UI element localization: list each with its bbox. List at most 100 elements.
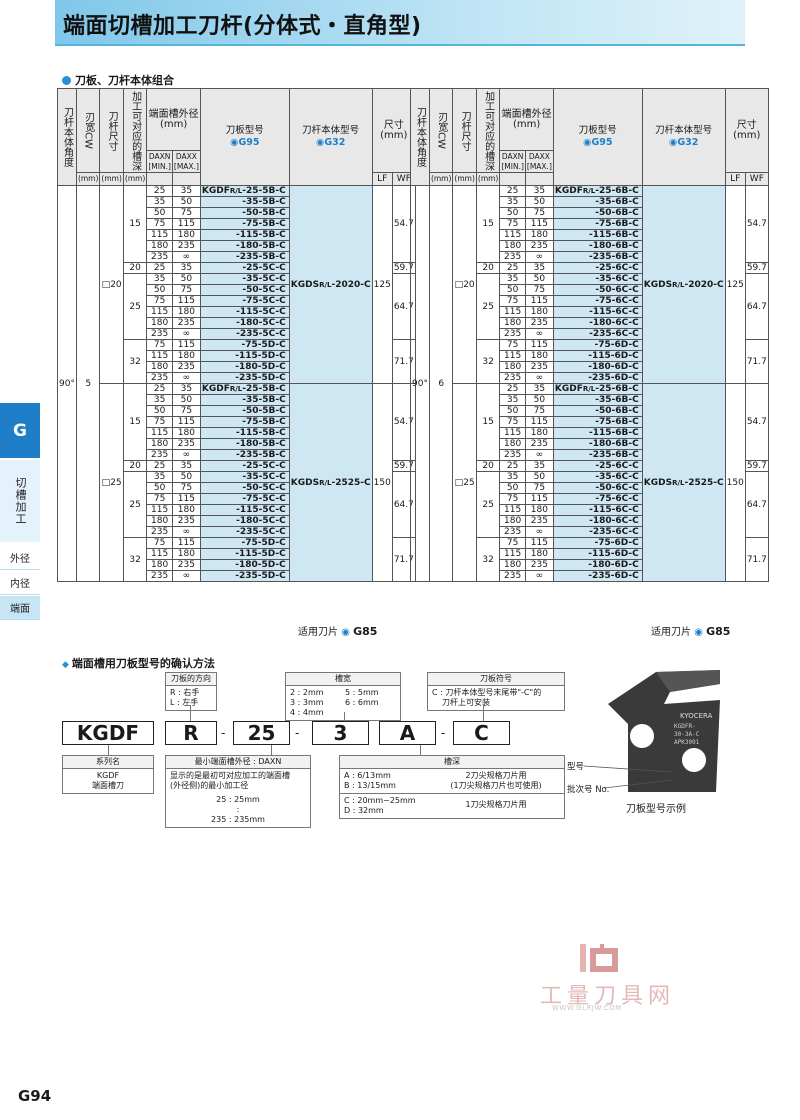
daxx-cell: 35 — [524, 383, 554, 395]
insert-page-ref-link[interactable]: ◉G95 — [583, 137, 613, 148]
daxx-cell: 75 — [171, 207, 201, 219]
insert-model-cell: -235-5D-C — [199, 372, 290, 384]
angle-cell: 90° — [57, 185, 77, 582]
section-combination: 刀板、刀杆本体组合 — [62, 72, 174, 88]
daxx-cell: 50 — [171, 273, 201, 285]
daxx-cell: 115 — [524, 339, 554, 351]
insert-model-cell: -180-6B-C — [552, 438, 643, 450]
connector — [483, 705, 484, 721]
daxn-cell: 115 — [499, 427, 526, 439]
cw-cell: 6 — [428, 185, 454, 582]
daxn-cell: 115 — [146, 350, 173, 362]
col-diameter: 端面槽外径(mm) — [146, 88, 201, 151]
daxn-cell: 235 — [499, 570, 526, 582]
daxx-cell: ∞ — [524, 526, 554, 538]
col-shank-text: 刀杆尺寸 — [106, 110, 118, 151]
daxx-cell: 50 — [524, 471, 554, 483]
unit-daxn — [146, 172, 173, 186]
insert-model-cell: -235-5B-C — [199, 251, 290, 263]
table-row: 25152535KGDFR/L-25-5B-CKGDSR/L-2525-C150… — [58, 383, 416, 582]
insert-model-cell: -50-6C-C — [552, 284, 643, 296]
col-depth-text: 加工可对应的槽深 — [129, 90, 141, 171]
insert-model-cell: -235-5B-C — [199, 449, 290, 461]
col-holder: 刀杆本体型号◉G32 — [288, 88, 373, 186]
insert-model-cell: -75-5C-C — [199, 493, 290, 505]
daxx-cell: ∞ — [171, 526, 201, 538]
daxn-cell: 180 — [146, 515, 173, 527]
holder-page-ref-link[interactable]: ◉G32 — [316, 137, 346, 148]
insert-brand-engraving: KYOCERA — [680, 712, 713, 720]
col-dimensions: 尺寸(mm) — [371, 88, 416, 173]
table-row: 235∞-235-5D-C — [58, 372, 416, 384]
holder-model-cell: KGDSR/L-2525-C — [641, 383, 726, 582]
lf-cell: 150 — [724, 383, 746, 582]
daxx-cell: 75 — [171, 284, 201, 296]
shank-cell: 20 — [99, 185, 124, 384]
depth-cell: 25 — [122, 273, 148, 340]
daxn-cell: 115 — [146, 306, 173, 318]
table-row: 90°620152535KGDFR/L-25-6B-CKGDSR/L-2020-… — [410, 185, 769, 582]
side-item-outer[interactable]: 外径 — [0, 546, 40, 570]
daxx-cell: 115 — [524, 416, 554, 428]
wf-cell: 64.7 — [744, 273, 769, 340]
holder-model-cell: KGDSR/L-2020-C — [641, 185, 726, 384]
side-item-face[interactable]: 端面 — [0, 596, 40, 620]
hand-marker: R/L — [229, 187, 243, 195]
daxn-cell: 180 — [499, 317, 526, 329]
wf-cell: 64.7 — [744, 471, 769, 538]
side-tab-g[interactable]: G — [0, 403, 40, 458]
daxn-cell: 235 — [499, 372, 526, 384]
insert-model-cell: -25-5C-C — [199, 262, 290, 274]
daxx-cell: 115 — [171, 493, 201, 505]
wf-cell: 54.7 — [744, 185, 769, 263]
daxn-cell: 35 — [146, 273, 173, 285]
insert-model-cell: -35-5C-C — [199, 471, 290, 483]
insert-model-cell: -115-6C-C — [552, 306, 643, 318]
connector — [420, 745, 421, 755]
depth-cell: 32 — [122, 339, 148, 384]
insert-model-cell: -235-6C-C — [552, 526, 643, 538]
holder-page-ref-link[interactable]: ◉G32 — [669, 137, 699, 148]
daxx-cell: 50 — [524, 394, 554, 406]
insert-model-cell: -180-5B-C — [199, 240, 290, 252]
daxx-cell: 115 — [524, 295, 554, 307]
daxn-cell: 35 — [146, 471, 173, 483]
daxx-cell: 235 — [524, 559, 554, 571]
daxx-cell: 35 — [171, 262, 201, 274]
insert-model-cell: -75-5B-C — [199, 218, 290, 230]
code-series: KGDF — [62, 721, 154, 745]
note-symbol: 刀板符号 C : 刀杆本体型号末尾带"-C"的刀杆上可安装 — [427, 672, 565, 711]
side-item-inner[interactable]: 内径 — [0, 571, 40, 595]
insert-model-cell: -115-5C-C — [199, 504, 290, 516]
daxn-cell: 50 — [499, 405, 526, 417]
daxn-cell: 235 — [146, 449, 173, 461]
daxx-cell: 115 — [171, 218, 201, 230]
connector — [190, 705, 191, 721]
lf-cell: 125 — [724, 185, 746, 384]
daxx-cell: 180 — [171, 548, 201, 560]
daxn-cell: 235 — [146, 372, 173, 384]
daxn-cell: 115 — [499, 548, 526, 560]
table-row: 235∞-235-6D-C — [411, 570, 769, 582]
code-diameter: 25 — [233, 721, 290, 745]
daxn-cell: 180 — [146, 559, 173, 571]
daxn-cell: 235 — [499, 526, 526, 538]
col-angle-text: 刀杆本体角度 — [61, 107, 73, 167]
daxx-cell: 75 — [171, 482, 201, 494]
daxn-cell: 115 — [499, 350, 526, 362]
insert-page-ref-link[interactable]: ◉G95 — [230, 137, 260, 148]
daxn-cell: 75 — [499, 295, 526, 307]
daxn-cell: 180 — [499, 240, 526, 252]
insert-model-cell: -115-5C-C — [199, 306, 290, 318]
insert-model-cell: -235-6B-C — [552, 251, 643, 263]
daxn-cell: 235 — [499, 251, 526, 263]
insert-model-cell: -35-5C-C — [199, 273, 290, 285]
watermark-text: 工量刀具网 — [540, 984, 676, 1009]
